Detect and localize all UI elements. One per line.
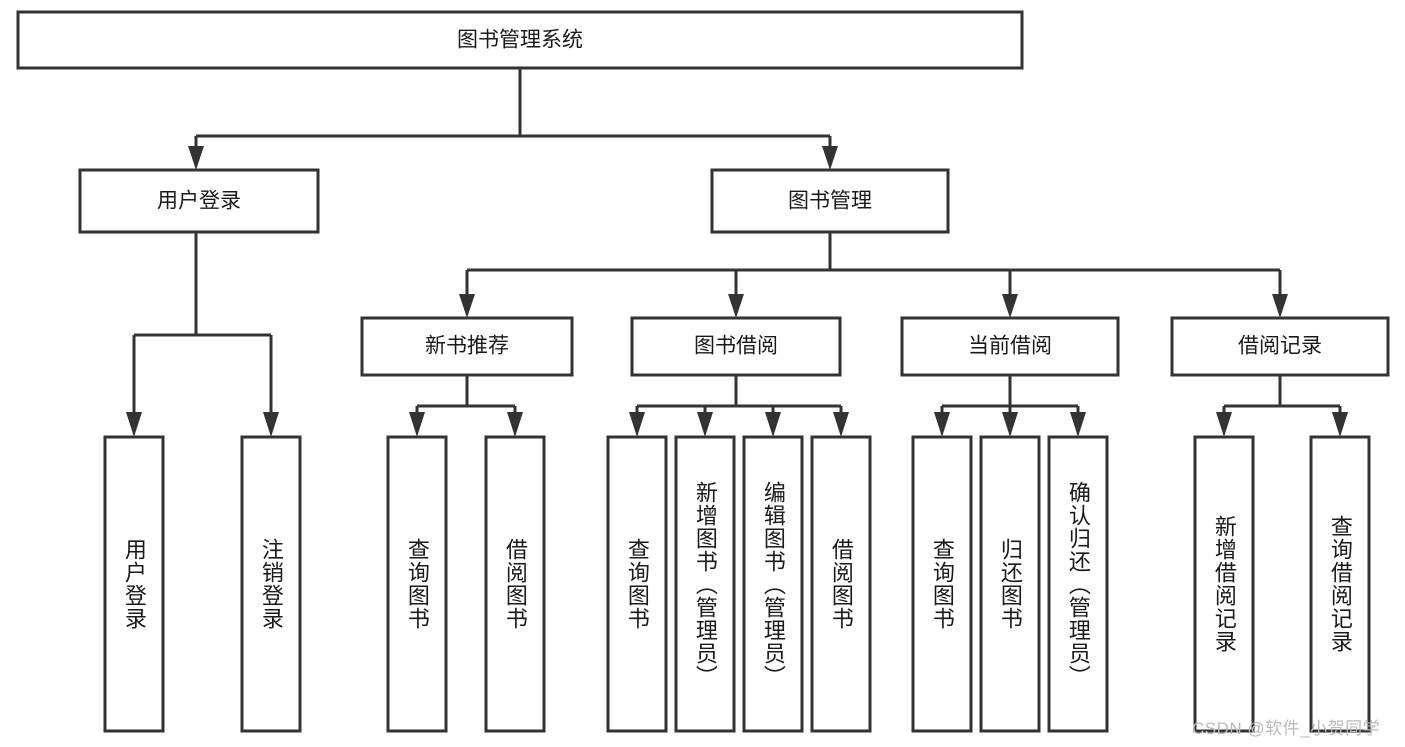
arrow-head-book-mgmt xyxy=(822,146,838,170)
leaf-box-current-borrow-3[interactable] xyxy=(1047,435,1109,733)
node-borrow-record-label: 借阅记录 xyxy=(1238,335,1322,358)
leaf-box-user-login-2[interactable] xyxy=(240,435,302,733)
leaf-box-new-book-1[interactable] xyxy=(386,435,448,733)
leaf-box-book-borrow-4[interactable] xyxy=(810,435,872,733)
node-borrow-record[interactable] xyxy=(1170,316,1390,377)
arrow-head-leaf-5-2 xyxy=(1332,412,1348,437)
node-root[interactable] xyxy=(16,10,1024,70)
node-user-login-label: 用户登录 xyxy=(157,190,241,213)
node-root-label: 图书管理系统 xyxy=(457,29,583,52)
node-layer: 图书管理系统 用户登录 图书管理 新书推荐 图书借阅 当前借阅 借阅记录 xyxy=(16,10,1390,733)
leaf-box-book-borrow-3[interactable] xyxy=(742,435,804,733)
node-new-book-recommend[interactable] xyxy=(360,316,574,377)
node-current-borrow-label: 当前借阅 xyxy=(968,335,1052,358)
arrow-head-leaf-5-1 xyxy=(1216,412,1232,437)
node-book-borrow[interactable] xyxy=(630,316,842,377)
arrow-head-leaf-4-3 xyxy=(1070,412,1086,437)
arrow-head-leaf-3-2 xyxy=(697,412,713,437)
leaf-box-book-borrow-2[interactable] xyxy=(674,435,736,733)
node-book-management-label: 图书管理 xyxy=(788,190,872,213)
arrow-head-new-book xyxy=(459,294,475,318)
leaf-box-current-borrow-1[interactable] xyxy=(911,435,973,733)
arrow-head-borrow-record xyxy=(1272,294,1288,318)
watermark-text: CSDN @软件_小贺同学 xyxy=(1192,719,1381,738)
node-user-login[interactable] xyxy=(78,168,320,234)
arrow-head-leaf-3-1 xyxy=(629,412,645,437)
leaf-box-book-borrow-1[interactable] xyxy=(606,435,668,733)
arrow-head-leaf-2-1 xyxy=(409,412,425,437)
node-current-borrow[interactable] xyxy=(900,316,1120,377)
leaf-box-user-login-1[interactable] xyxy=(103,435,165,733)
node-new-book-recommend-label: 新书推荐 xyxy=(425,335,509,358)
connector-layer xyxy=(126,68,1348,437)
arrow-head-leaf-1-1 xyxy=(126,412,142,437)
leaf-box-new-book-2[interactable] xyxy=(484,435,546,733)
node-book-management[interactable] xyxy=(710,168,950,234)
arrow-head-leaf-3-3 xyxy=(765,412,781,437)
arrow-head-leaf-2-2 xyxy=(507,412,523,437)
arrow-head-leaf-4-2 xyxy=(1002,412,1018,437)
leaf-box-borrow-record-2[interactable] xyxy=(1309,435,1371,733)
leaf-box-borrow-record-1[interactable] xyxy=(1193,435,1255,733)
node-book-borrow-label: 图书借阅 xyxy=(694,335,778,358)
arrow-head-current-borrow xyxy=(1002,294,1018,318)
arrow-head-leaf-3-4 xyxy=(833,412,849,437)
arrow-head-leaf-4-1 xyxy=(934,412,950,437)
arrow-head-book-borrow xyxy=(728,294,744,318)
arrow-head-leaf-1-2 xyxy=(263,412,279,437)
leaf-box-current-borrow-2[interactable] xyxy=(979,435,1041,733)
arrow-head-user-login xyxy=(188,146,204,170)
